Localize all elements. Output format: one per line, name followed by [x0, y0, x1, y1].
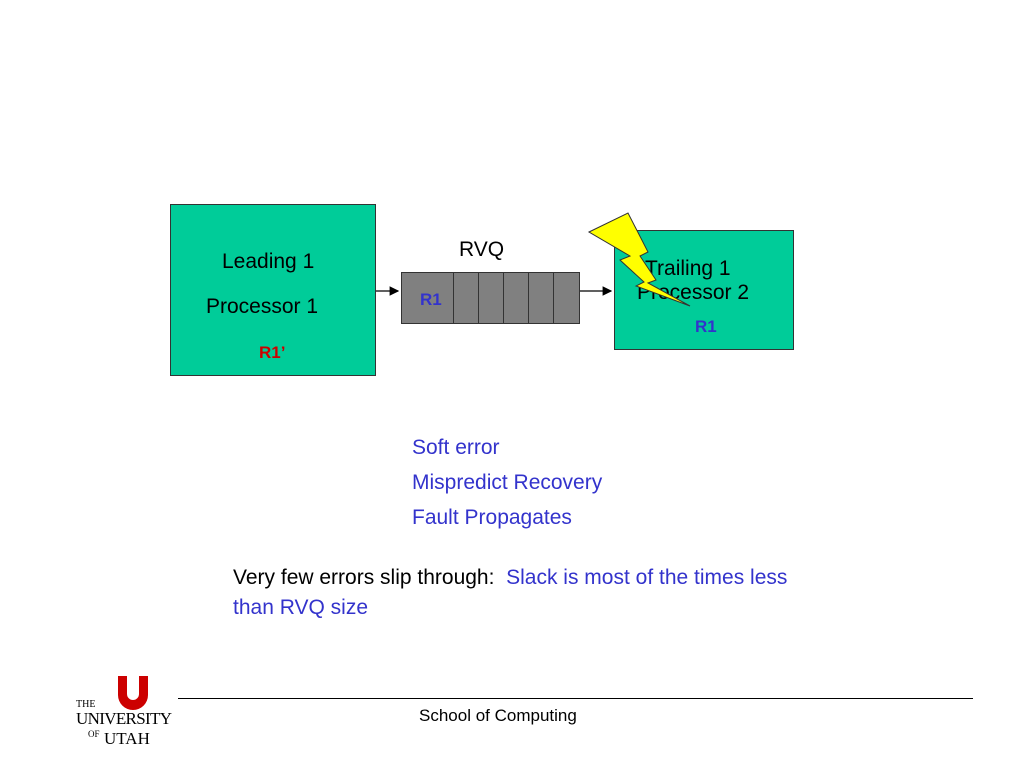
error-effect-item: Mispredict Recovery — [412, 471, 603, 494]
leading-processor-box: Leading 1 Processor 1 R1’ — [170, 204, 376, 376]
logo-of: OF — [88, 729, 100, 739]
rvq-entry-label: R1 — [420, 290, 442, 309]
trailing-processor-box: Trailing 1 Processor 2 R1 — [614, 230, 794, 350]
rvq-entry — [554, 273, 579, 323]
error-effects-list: Soft error Mispredict Recovery Fault Pro… — [412, 433, 602, 538]
slip-through-note: Very few errors slip through: Slack is m… — [233, 563, 813, 623]
trailing-processor-line2: Processor 2 — [637, 281, 750, 304]
rvq-queue: R1 — [401, 272, 580, 324]
rvq-entry — [479, 273, 504, 323]
lightning-bolt-icon — [587, 212, 691, 307]
leading-processor-line1: Leading 1 — [222, 250, 315, 273]
rvq-entry — [504, 273, 529, 323]
trailing-register-label: R1 — [695, 317, 717, 336]
rvq-label: RVQ — [459, 238, 505, 261]
note-highlight: Slack is most of the times less than RVQ… — [233, 566, 788, 619]
trailing-processor-line1: Trailing 1 — [645, 257, 731, 280]
footer-divider — [178, 698, 973, 699]
leading-processor-line2: Processor 1 — [206, 295, 319, 318]
logo-utah: UTAH — [104, 729, 150, 746]
rvq-entry: R1 — [402, 273, 454, 323]
university-of-utah-logo: THE UNIVERSITY OF UTAH — [76, 676, 172, 746]
rvq-entry — [454, 273, 479, 323]
leading-register-label: R1’ — [259, 343, 286, 362]
note-prefix: Very few errors slip through: — [233, 566, 495, 589]
error-effect-item: Fault Propagates — [412, 506, 572, 529]
logo-the: THE — [76, 699, 95, 710]
rvq-entry — [529, 273, 554, 323]
logo-university: UNIVERSITY — [76, 709, 172, 728]
error-effect-item: Soft error — [412, 436, 500, 459]
footer-school-name: School of Computing — [419, 706, 577, 725]
